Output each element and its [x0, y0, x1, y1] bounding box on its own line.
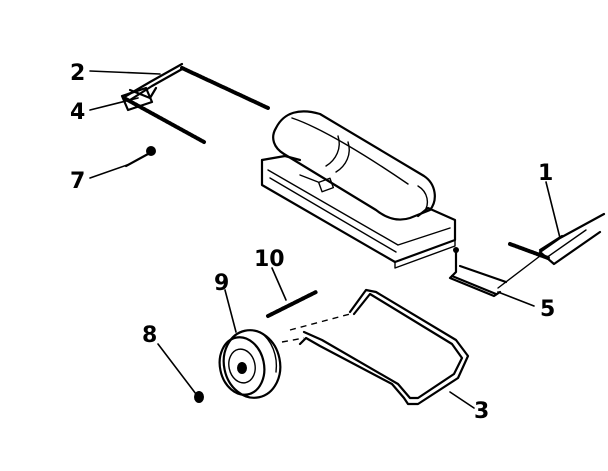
- callout-10: 10: [254, 247, 285, 272]
- callout-7: 7: [70, 169, 85, 194]
- callout-1: 1: [538, 161, 553, 186]
- callout-2: 2: [70, 61, 85, 86]
- axle-part-10: [266, 290, 318, 318]
- support-bar-part-5: [448, 247, 541, 298]
- callout-4: 4: [70, 100, 85, 125]
- wheel-part-9: [218, 329, 282, 399]
- callout-5: 5: [540, 297, 555, 322]
- rear-handle-part-1: [508, 212, 606, 266]
- heater-body: [260, 110, 457, 269]
- callout-8: 8: [142, 323, 157, 348]
- wheel-frame-part-3: [281, 288, 470, 406]
- screw-part-7: [124, 146, 156, 168]
- bracket-part-4: [120, 86, 154, 112]
- callout-3: 3: [474, 399, 489, 424]
- callout-9: 9: [214, 271, 229, 296]
- leader-lines: [89, 70, 561, 409]
